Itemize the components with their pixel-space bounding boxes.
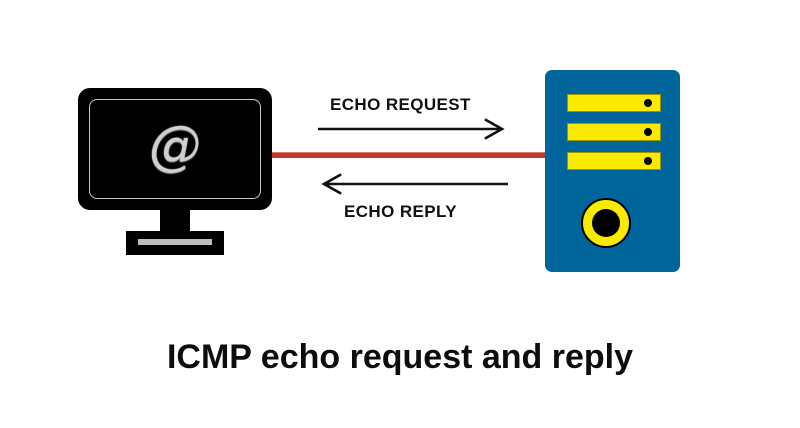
drive-led-icon — [644, 99, 652, 107]
echo-reply-label: ECHO REPLY — [344, 202, 457, 221]
server-tower — [545, 70, 680, 272]
drive-led-icon — [644, 128, 652, 136]
at-sign-icon: @ — [149, 117, 201, 177]
echo-request-label: ECHO REQUEST — [330, 95, 471, 114]
power-button-center — [592, 209, 620, 237]
monitor-stand-neck — [160, 208, 190, 234]
server-drive-bay — [567, 94, 661, 112]
network-link-line — [272, 152, 552, 158]
server-drive-bay — [567, 152, 661, 170]
client-monitor: @ — [78, 88, 272, 255]
server-drive-bay — [567, 123, 661, 141]
drive-led-icon — [644, 157, 652, 165]
power-button-icon — [581, 198, 631, 248]
server-body — [545, 70, 680, 272]
echo-request-arrow — [318, 118, 505, 140]
diagram-caption: ICMP echo request and reply — [166, 338, 634, 376]
monitor-screen: @ — [89, 99, 261, 199]
monitor-base-stripe — [138, 239, 212, 245]
echo-reply-arrow — [321, 173, 508, 195]
